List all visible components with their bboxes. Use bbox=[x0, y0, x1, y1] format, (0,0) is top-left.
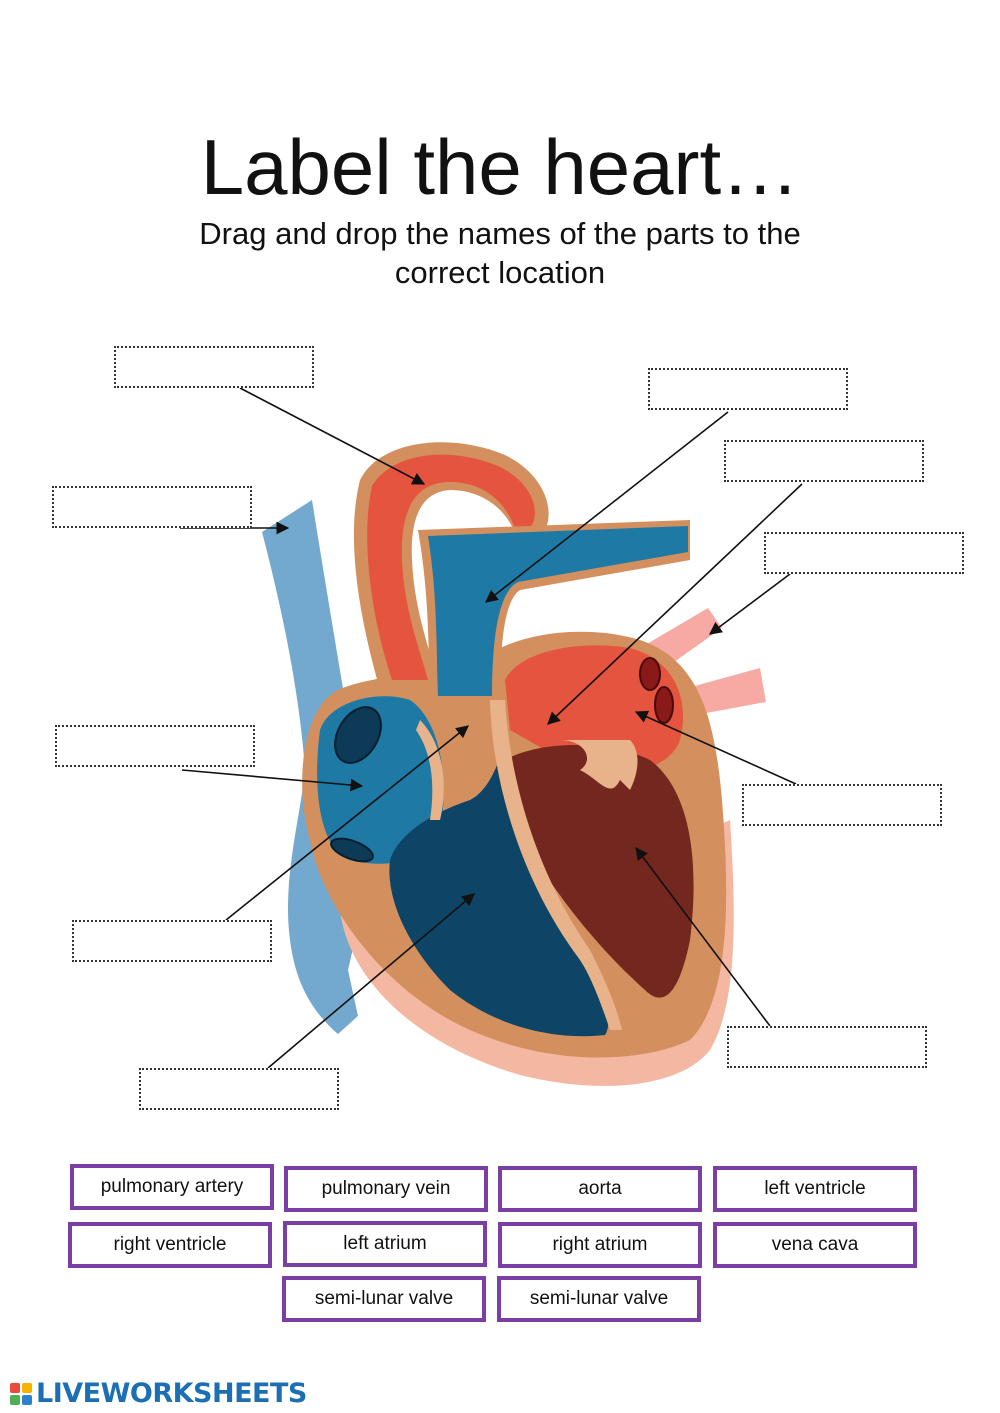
right-ventricle-shape bbox=[389, 740, 609, 1037]
arrow-to-right-ventricle bbox=[267, 893, 475, 1069]
logo-tile-3 bbox=[10, 1394, 20, 1405]
word-chip-left-ventricle[interactable]: left ventricle bbox=[713, 1166, 917, 1212]
word-chip-aorta[interactable]: aorta bbox=[498, 1166, 702, 1212]
valve-shape-right bbox=[416, 720, 444, 820]
pulmonary-vein-opening-1 bbox=[639, 657, 661, 691]
brand-logo[interactable]: LIVEWORKSHEETS bbox=[10, 1378, 307, 1409]
pulmonary-vein-opening-2 bbox=[654, 686, 674, 724]
word-chip-pulmonary-artery[interactable]: pulmonary artery bbox=[70, 1164, 274, 1210]
left-ventricle-shape bbox=[505, 745, 694, 998]
drop-zone-right-atrium[interactable] bbox=[55, 725, 255, 767]
logo-tile-4 bbox=[22, 1394, 32, 1405]
left-atrium-shape bbox=[505, 645, 683, 774]
logo-tile-2 bbox=[22, 1382, 32, 1393]
word-chip-pulmonary-vein[interactable]: pulmonary vein bbox=[284, 1166, 488, 1212]
arrow-to-left-semilunar-valve bbox=[547, 483, 803, 725]
instructions: Drag and drop the names of the parts to … bbox=[199, 216, 801, 290]
pulmonary-artery-inner bbox=[428, 526, 688, 696]
word-chip-right-ventricle[interactable]: right ventricle bbox=[68, 1222, 272, 1268]
word-chip-semi-lunar-valve-1[interactable]: semi-lunar valve bbox=[282, 1276, 486, 1322]
aorta-inner bbox=[367, 454, 535, 680]
word-chip-left-atrium[interactable]: left atrium bbox=[283, 1221, 487, 1267]
valve-shape-left bbox=[560, 740, 638, 790]
pulmonary-vein-upper bbox=[640, 608, 722, 672]
drop-zone-left-atrium[interactable] bbox=[742, 784, 942, 826]
brand-name: LIVEWORKSHEETS bbox=[36, 1378, 307, 1409]
pulmonary-artery-shape bbox=[418, 520, 690, 700]
word-chip-right-atrium[interactable]: right atrium bbox=[498, 1222, 702, 1268]
arrow-to-aorta bbox=[239, 387, 426, 485]
word-chip-semi-lunar-valve-2[interactable]: semi-lunar valve bbox=[497, 1276, 701, 1322]
vena-cava-opening-upper bbox=[334, 706, 382, 764]
vena-cava-opening-lower bbox=[330, 837, 374, 863]
drop-zone-semi-lunar-valve-right[interactable] bbox=[72, 920, 272, 962]
septum-shape bbox=[490, 700, 622, 1030]
pulmonary-vein-lower bbox=[680, 668, 766, 716]
vena-cava-shape bbox=[262, 500, 365, 1034]
drop-zone-right-ventricle[interactable] bbox=[139, 1068, 339, 1110]
drop-zone-left-ventricle[interactable] bbox=[727, 1026, 927, 1068]
arrow-to-right-atrium bbox=[181, 769, 364, 792]
drop-zone-pulmonary-vein[interactable] bbox=[764, 532, 964, 574]
right-atrium-shape bbox=[317, 696, 444, 864]
heart-outer bbox=[339, 820, 734, 1086]
arrow-to-left-ventricle bbox=[635, 846, 771, 1027]
word-chip-vena-cava[interactable]: vena cava bbox=[713, 1222, 917, 1268]
logo-tile-1 bbox=[10, 1382, 20, 1393]
drop-zone-semi-lunar-valve-left[interactable] bbox=[724, 440, 924, 482]
drop-zone-aorta[interactable] bbox=[114, 346, 314, 388]
arrow-to-right-semilunar-valve bbox=[225, 725, 469, 921]
heart-wall bbox=[302, 631, 727, 1058]
drop-zone-pulmonary-artery[interactable] bbox=[648, 368, 848, 410]
aorta-shape bbox=[353, 442, 549, 690]
page-title: Label the heart… bbox=[200, 123, 800, 211]
liveworksheets-logo-icon bbox=[10, 1382, 32, 1405]
arrow-to-pulmonary-artery bbox=[484, 411, 729, 603]
arrow-to-pulmonary-vein bbox=[708, 573, 791, 635]
arrow-to-left-atrium bbox=[634, 710, 797, 785]
drop-zone-vena-cava[interactable] bbox=[52, 486, 252, 528]
